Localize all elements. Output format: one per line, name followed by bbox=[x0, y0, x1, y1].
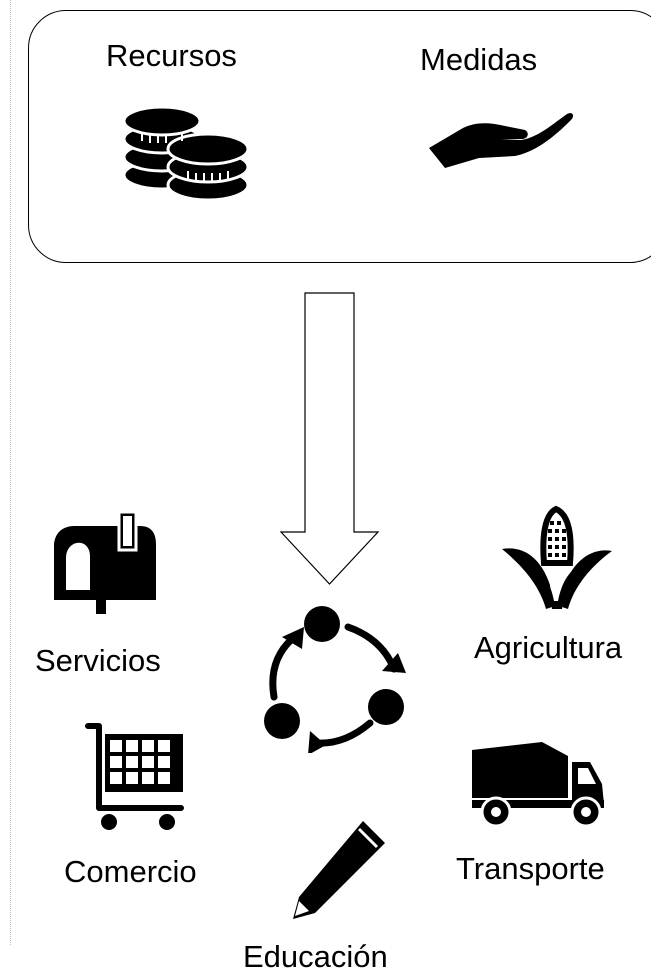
inputs-box bbox=[28, 10, 651, 263]
shopping-cart-icon bbox=[85, 722, 190, 832]
transport-label: Transporte bbox=[456, 851, 605, 886]
coins-icon bbox=[120, 95, 255, 207]
truck-icon bbox=[470, 738, 610, 828]
resources-label: Recursos bbox=[106, 38, 237, 73]
pencil-icon bbox=[285, 815, 390, 925]
measures-label: Medidas bbox=[420, 42, 538, 77]
cycle-icon bbox=[258, 603, 408, 753]
down-arrow-icon bbox=[280, 292, 380, 587]
mailbox-icon bbox=[52, 510, 162, 615]
education-label: Educación bbox=[243, 939, 388, 974]
page-margin-line bbox=[10, 0, 11, 945]
services-label: Servicios bbox=[35, 643, 161, 678]
commerce-label: Comercio bbox=[64, 854, 197, 889]
open-hand-icon bbox=[425, 108, 575, 170]
corn-icon bbox=[500, 505, 615, 613]
agriculture-label: Agricultura bbox=[474, 630, 623, 665]
